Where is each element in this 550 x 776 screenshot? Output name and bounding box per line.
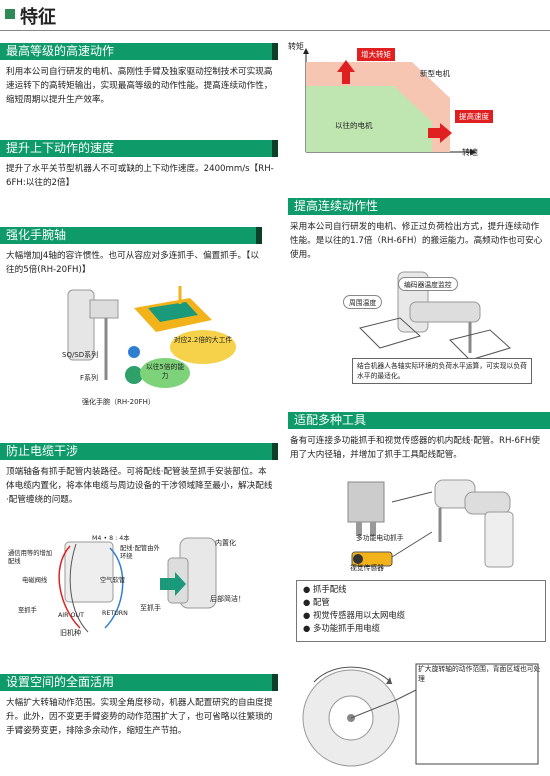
section-header-text: 最高等级的高速动作 [6, 44, 115, 58]
to-gripper-new-label: 至抓手 [140, 604, 161, 612]
torque-speed-chart [303, 48, 476, 155]
section-header-space: 设置空间的全面活用 [0, 674, 278, 691]
encoder-temp-label: 编码器温度监控 [398, 277, 458, 291]
wiring-list-box: ● 抓手配线 ● 配管 ● 视觉传感器用以太网电缆 ● 多功能抓手用电缆 [296, 580, 546, 642]
range-note: 扩大旋转轴的动作范围，背面区域也可处理 [418, 665, 541, 683]
chart-x-label: 转速 [462, 148, 478, 157]
section-body-vertical-speed: 提升了水平关节型机器人不可或缺的上下动作速度。2400mm/s【RH-6FH:以… [6, 164, 274, 188]
wiring-list-item: ● 配管 [303, 597, 330, 607]
outer-wiring-label: 配线·配管由外环绕 [120, 545, 160, 560]
page-title: 特征 [20, 7, 56, 28]
f-series-dot [125, 366, 143, 384]
old-motor-label: 以往的电机 [335, 121, 373, 130]
section-header-text: 设置空间的全面活用 [6, 675, 115, 689]
wiring-list-item: ● 多功能抓手用电缆 [303, 623, 380, 633]
section-body-tools: 备有可连接多功能抓手和视觉传感器的机内配线·配管。RH-6FH使用了大内径轴，并… [290, 436, 540, 460]
new-motor-label: 新型电机 [420, 69, 450, 78]
air-out-label: AIR OUT [58, 612, 84, 619]
speed-up-label: 提高速度 [455, 110, 493, 123]
section-header-text: 强化手腕轴 [6, 228, 67, 242]
section-body-wrist: 大幅增加J4轴的容许惯性。也可从容应对多连抓手、偏置抓手。【以往的5倍(RH-2… [6, 251, 259, 275]
return-label: RETURN [102, 610, 128, 617]
old-motor-area [306, 86, 432, 152]
wrist-caption: 强化手腕（RH-20FH） [82, 398, 155, 406]
old-model-image [64, 541, 114, 603]
m4-label: M4 • 8 : 4本 [92, 535, 130, 542]
section-body-cable: 顶端轴备有抓手配管内装路径。可将配线·配管装至抓手安装部位。本体电缆内置化，将本… [6, 467, 273, 505]
section-header-high-speed: 最高等级的高速动作 [0, 43, 278, 60]
title-rule [0, 30, 550, 31]
old-model-caption: 旧机种 [60, 629, 81, 637]
torque-up-arrow-icon [337, 60, 355, 84]
title-square-icon [5, 9, 15, 19]
callout-large-work: 对应2.2倍的大工件 [170, 330, 236, 364]
section-header-continuous: 提高连续动作性 [288, 198, 550, 215]
tools-illustration [347, 479, 514, 568]
section-header-cable: 防止电缆干涉 [0, 443, 278, 460]
section-body-space: 大幅扩大转轴动作范围。实现全角度移动，机器人配置研究的自由度提升。此外，因不变更… [6, 698, 273, 736]
robot-arm-image [67, 289, 95, 361]
wiring-list-item: ● 视觉传感器用以太网电缆 [303, 610, 406, 620]
ambient-temp-label: 周围温度 [343, 295, 383, 309]
wiring-list-item: ● 抓手配线 [303, 584, 347, 594]
to-gripper-old-label: 至抓手 [18, 607, 37, 614]
air-hose-label: 空气软管 [100, 577, 126, 584]
series-sq-label: SQ/SD系列 [62, 351, 99, 359]
title-bar: 特征 [0, 0, 550, 34]
section-header-text: 适配多种工具 [294, 413, 367, 427]
section-header-text: 提高连续动作性 [294, 199, 379, 213]
section-header-tools: 适配多种工具 [288, 412, 550, 429]
comm-wiring-label: 通信用等的增加配线 [8, 550, 53, 565]
rear-simple-label: 后部简洁！ [210, 595, 245, 603]
gripper-image [347, 481, 385, 523]
compare-arrow-icon [160, 572, 186, 596]
sq-series-dot [128, 346, 140, 358]
section-header-wrist: 强化手腕轴 [0, 227, 262, 244]
range-box [415, 663, 539, 765]
rotation-range-illustration [302, 663, 539, 767]
vision-sensor-image [351, 551, 393, 567]
callout-5x-capacity: 以往5倍的能力 [140, 358, 190, 388]
speed-right-arrow-icon [428, 123, 452, 143]
section-header-text: 提升上下动作的速度 [6, 141, 115, 155]
internal-label: 内置化 [215, 539, 236, 547]
sensor-label: 视觉传感器 [350, 564, 384, 572]
section-header-text: 防止电缆干涉 [6, 444, 79, 458]
section-body-continuous: 采用本公司自行研发的电机、修正过负荷检出方式，提升连续动作性能。是以往的1.7倍… [290, 222, 543, 260]
section-body-high-speed: 利用本公司自行研发的电机、高刚性手臂及独家驱动控制技术可实现高速运转下的高转矩输… [6, 67, 273, 105]
gripper-label: 多功能电动抓手 [356, 534, 404, 542]
cable-illustration [58, 537, 217, 633]
wrist-illustration [67, 286, 212, 384]
section-header-vertical-speed: 提升上下动作的速度 [0, 140, 278, 157]
increase-torque-label: 增大转矩 [357, 48, 395, 61]
series-f-label: F系列 [80, 374, 99, 382]
load-calc-note: 结合机器人各轴实际环境的负荷水平运算，可实现以负荷水平的最适化。 [352, 358, 532, 384]
chart-y-label: 转矩 [288, 42, 304, 51]
solenoid-cable-label: 电磁阀线 [22, 577, 48, 584]
